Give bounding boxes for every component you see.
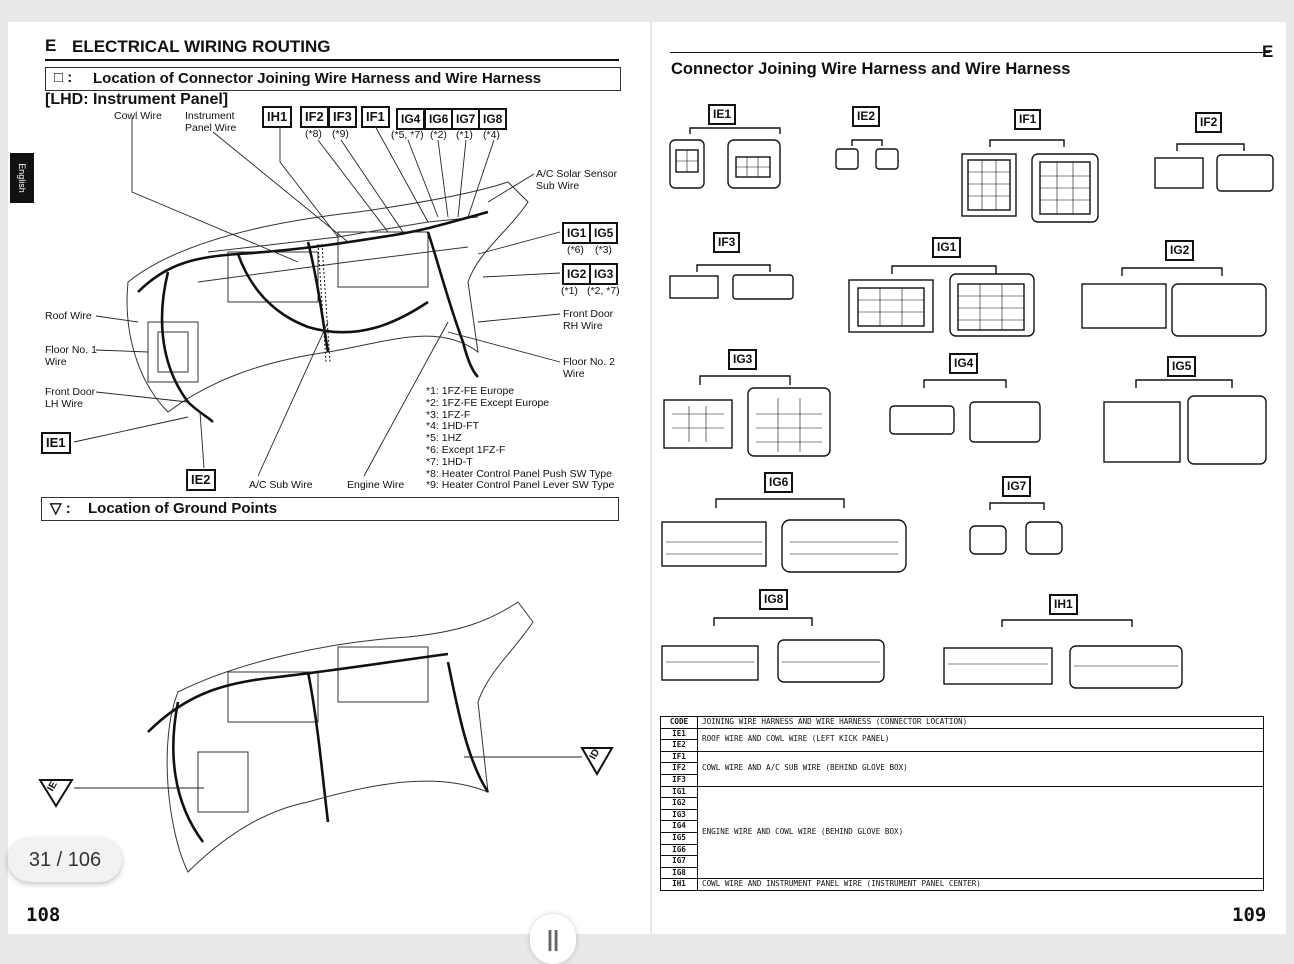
pause-icon: || [546, 926, 560, 951]
section-title: ELECTRICAL WIRING ROUTING [72, 37, 331, 56]
title-rule [45, 59, 619, 61]
code-ig8: IG8 [478, 108, 508, 130]
code-ig6: IG6 [424, 108, 454, 130]
note-ig6: (*2) [430, 129, 447, 141]
table-row: IE2 [660, 739, 1264, 752]
ground-point-id: ID [587, 747, 603, 762]
table-row: IG5 [660, 831, 1264, 845]
ground-legend-text: Location of Ground Points [88, 500, 278, 517]
note-ig4: (*5, *7) [391, 129, 424, 141]
table-row: IG6 [660, 843, 1264, 857]
connector-if2: IF2 [1195, 112, 1223, 133]
code-ig5: IG5 [589, 222, 619, 244]
connector-ig7: IG7 [1002, 476, 1032, 497]
label-front-door-rh-wire: Front Door RH Wire [563, 308, 614, 332]
left-page-number: 108 [26, 904, 61, 926]
section-letter: E [45, 36, 57, 55]
left-page: E ELECTRICAL WIRING ROUTING □ : Location… [8, 22, 650, 934]
code-ig3: IG3 [589, 263, 619, 285]
note-ig5: (*3) [595, 244, 612, 256]
page-indicator-text: 31 / 106 [28, 848, 102, 871]
table-row: IF2 [660, 762, 1264, 775]
pause-handle-button[interactable]: || [530, 914, 576, 964]
label-floor-no2-wire: Floor No. 2 Wire [563, 356, 615, 380]
code-if1: IF1 [361, 106, 390, 128]
table-row: IG7 [660, 855, 1264, 868]
label-roof-wire: Roof Wire [45, 310, 92, 322]
code-ig2: IG2 [562, 263, 592, 285]
label-front-door-lh-wire: Front Door LH Wire [45, 386, 96, 410]
right-page: E Connector Joining Wire Harness and Wir… [652, 22, 1286, 934]
code-ig1: IG1 [562, 222, 592, 244]
note-ig2: (*1) [561, 285, 578, 297]
connector-ig6: IG6 [764, 472, 794, 493]
footnote-list: *1: 1FZ-FE Europe *2: 1FZ-FE Except Euro… [426, 385, 615, 492]
connector-ih1: IH1 [1049, 594, 1078, 615]
code-ie1: IE1 [41, 432, 71, 454]
connector-ig2: IG2 [1165, 240, 1195, 261]
footnote: *7: 1HD-T [426, 455, 473, 468]
note-if3: (*9) [332, 128, 349, 140]
connector-ie1: IE1 [708, 104, 737, 125]
note-ig8: (*4) [483, 129, 500, 141]
language-tab[interactable]: English [10, 153, 34, 203]
table-row: IG4 [660, 820, 1264, 833]
footnote: *6: Except 1FZ-F [426, 443, 506, 456]
code-ih1: IH1 [262, 106, 293, 128]
code-ig4: IG4 [396, 108, 426, 130]
ground-legend-bar: ▽ : Location of Ground Points [41, 497, 619, 521]
note-ig3: (*2, *7) [587, 285, 620, 297]
code-if2: IF2 [300, 106, 329, 128]
note-if2: (*8) [305, 128, 322, 140]
footnote: *4: 1HD-FT [426, 420, 480, 433]
footnote: *8: Heater Control Panel Push SW Type [426, 467, 612, 480]
label-cowl-wire: Cowl Wire [114, 110, 162, 122]
connector-if1: IF1 [1014, 109, 1042, 130]
table-row: IG3 [660, 808, 1264, 822]
table-header-desc: JOINING WIRE HARNESS AND WIRE HARNESS (C… [697, 716, 1264, 729]
connector-ig5: IG5 [1167, 356, 1197, 377]
connector-legend-text: Location of Connector Joining Wire Harne… [93, 70, 542, 87]
label-ac-sub-wire: A/C Sub Wire [249, 479, 313, 491]
code-if3: IF3 [328, 106, 357, 128]
label-ac-solar-sensor-sub-wire: A/C Solar Sensor Sub Wire [536, 168, 618, 192]
label-instrument-panel-wire: Instrument Panel Wire [185, 110, 237, 134]
page-indicator[interactable]: 31 / 106 [8, 838, 122, 882]
connector-ie2: IE2 [852, 106, 881, 127]
label-engine-wire: Engine Wire [347, 479, 405, 491]
connector-code-table: CODE JOINING WIRE HARNESS AND WIRE HARNE… [660, 716, 1264, 891]
note-ig1: (*6) [567, 244, 584, 256]
language-tab-label: English [17, 163, 27, 193]
footnote: *2: 1FZ-FE Except Europe [426, 396, 550, 409]
table-row: IG2 [660, 797, 1264, 810]
connector-if3: IF3 [713, 232, 741, 253]
right-page-title: Connector Joining Wire Harness and Wire … [671, 60, 1071, 78]
label-floor-no1-wire: Floor No. 1 Wire [45, 344, 97, 368]
code-ie2: IE2 [186, 469, 216, 491]
table-header-row: CODE JOINING WIRE HARNESS AND WIRE HARNE… [660, 716, 1264, 729]
ground-legend-symbol: ▽ : [50, 500, 71, 517]
code-ig7: IG7 [451, 108, 481, 130]
connector-ig1: IG1 [932, 237, 962, 258]
connector-legend-symbol: □ : [54, 69, 73, 86]
table-row: IF3 [660, 773, 1264, 787]
connector-ig3: IG3 [728, 349, 758, 370]
connector-legend-bar: □ : Location of Connector Joining Wire H… [45, 67, 621, 91]
right-title-rule [670, 52, 1270, 53]
table-header-code: CODE [660, 716, 698, 729]
connector-ig4: IG4 [949, 353, 979, 374]
table-row: IG8 [660, 866, 1264, 880]
ground-point-ie: IE [45, 779, 60, 794]
note-ig7: (*1) [456, 129, 473, 141]
connector-ig8: IG8 [759, 589, 789, 610]
footnote: *9: Heater Control Panel Lever SW Type [426, 479, 615, 492]
right-page-number: 109 [1232, 904, 1267, 926]
right-section-letter: E [1262, 42, 1273, 62]
lhd-subtitle: [LHD: Instrument Panel] [45, 91, 229, 108]
